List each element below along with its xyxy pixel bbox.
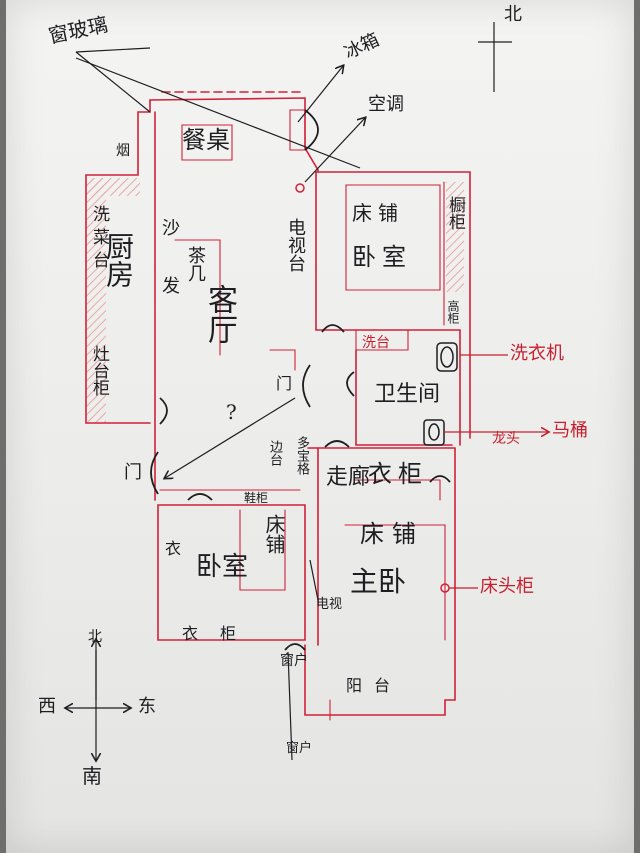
wall-master [304, 447, 456, 716]
living-room-label: 客厅 [202, 284, 237, 344]
wardrobe-mid-outline [354, 479, 441, 501]
kitchen-hatch [86, 178, 464, 423]
ac-label: 空调 [368, 94, 404, 115]
master-bed-label: 床铺 [360, 520, 424, 548]
door-arc-entrance [284, 643, 306, 651]
dining-table-outline [181, 124, 233, 161]
door-arc-kitchen [159, 397, 168, 425]
compass-top-north-label: 北 [504, 4, 522, 25]
tv-sw-label: 电视 [316, 597, 343, 612]
bed-ne-label: 床铺 [352, 201, 404, 225]
stove-cabinet-label: 灶台柜 [89, 345, 109, 396]
wash-counter-label: 洗菜台 [89, 205, 109, 274]
door-arc-living-east [302, 364, 311, 408]
shower-label: 龙头 [492, 431, 520, 447]
side-table-label: 边台 [267, 440, 282, 466]
window-arrow-1 [75, 51, 151, 113]
tv-cabinet-label: 电视台 [285, 218, 306, 272]
window-arrow-2 [75, 47, 151, 53]
ac-arrow [304, 118, 365, 183]
washing-machine-shape [436, 342, 458, 372]
door-arc-wardrobe [429, 475, 451, 483]
wardrobe-sw-side-label: 衣 [162, 540, 181, 556]
bedside-cabinet-label: 床头柜 [480, 576, 534, 597]
toilet-label: 马桶 [552, 420, 588, 441]
door-arc-corridor [324, 440, 350, 448]
bed-ne-outline [345, 184, 441, 291]
wall-top [149, 97, 319, 173]
toilet-bowl [428, 423, 440, 441]
door-arc-living-west [150, 451, 159, 495]
bath-wall [355, 349, 453, 446]
wall-ne-bed [315, 171, 461, 331]
washing-machine-label: 洗衣机 [510, 343, 564, 364]
tv-stand-outline [269, 349, 296, 371]
cabinet-ne-label: 橱柜 [445, 196, 465, 230]
walls [85, 91, 471, 721]
question-mark: ? [226, 400, 237, 424]
wardrobe-sw-bottom-label: 衣柜 [182, 624, 259, 643]
fridge-arrow [297, 66, 343, 123]
dining-table-label: 餐桌 [182, 126, 230, 154]
door-upper-label: 门 [276, 374, 293, 393]
window-arrow-3 [75, 57, 361, 169]
ac-unit [295, 183, 305, 193]
door-arc-bath [321, 324, 345, 333]
entrance-label: 窗户 [280, 653, 308, 669]
kitchen-label: 厨房 [102, 232, 135, 288]
bathroom-label: 卫生间 [374, 382, 441, 407]
wall-ne [315, 171, 471, 439]
tv-arrow [309, 559, 319, 601]
corridor-walk-label: 走廊 [326, 465, 371, 490]
wall-sw-bedroom [157, 504, 306, 641]
door-arc-sw [187, 493, 213, 501]
chimney-label: 烟 [116, 143, 130, 159]
compass-south-label: 南 [82, 764, 102, 788]
washing-machine-drum [440, 346, 454, 368]
wash-basin-outline [355, 329, 409, 351]
door-arcs [150, 109, 451, 651]
paper-background [6, 0, 634, 853]
door-sub-label: 窗户 [286, 741, 313, 756]
compass-west-label: 西 [38, 696, 56, 717]
shoe-cabinet-label: 鞋柜 [244, 491, 269, 505]
door-arrow [165, 397, 296, 478]
fixtures [295, 183, 458, 593]
balcony-label: 阳台 [346, 676, 403, 695]
master-bed-outline [344, 524, 446, 641]
door-arc-bath-west [346, 371, 355, 397]
bedroom-sw-label: 卧室 [196, 552, 249, 582]
bedroom-ne-label: 卧室 [352, 243, 412, 271]
master-bedroom-label: 主卧 [350, 565, 407, 598]
arrows [66, 22, 512, 760]
wash-basin-label: 洗台 [362, 335, 390, 351]
red-arrows [444, 354, 548, 589]
bed-sw-outline [239, 509, 286, 591]
tea-table-label: 茶几 [185, 246, 206, 282]
compass-north-label: 北 [88, 629, 102, 645]
door-arc-fridge [304, 109, 319, 151]
storage-shelf-label: 多宝格 [294, 436, 309, 475]
sofa-label: 沙发 [159, 218, 180, 334]
tall-cabinet-label: 高柜 [446, 300, 460, 324]
wardrobe-mid-label: 衣柜 [368, 460, 428, 488]
bed-sw-label: 床铺 [262, 514, 286, 554]
door-lower-label: 门 [124, 462, 142, 483]
entrance-line [287, 651, 293, 761]
tea-table-outline [174, 239, 221, 356]
compass-east-label: 东 [138, 696, 156, 717]
